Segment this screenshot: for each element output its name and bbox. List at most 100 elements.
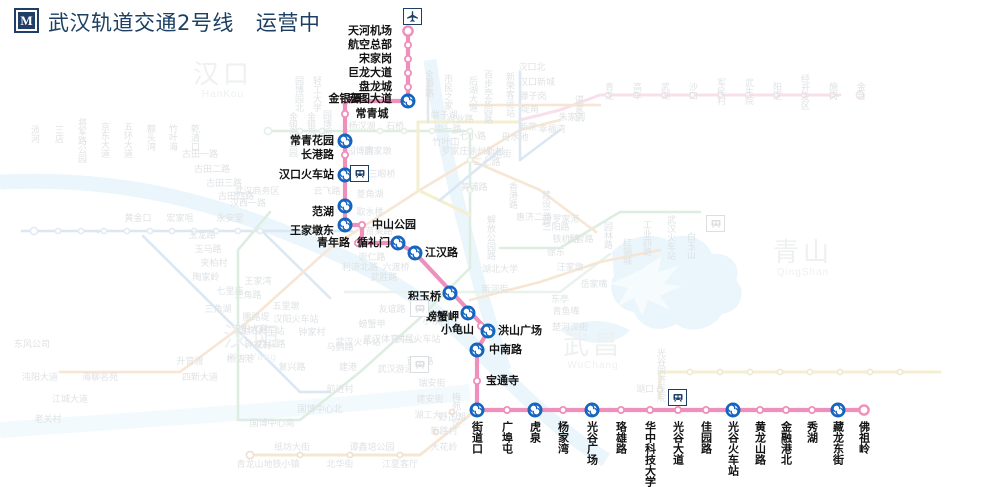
airport-icon — [403, 8, 422, 25]
station-label[interactable]: 广埠屯 — [500, 421, 514, 454]
background-station-label: 金台 — [855, 82, 865, 100]
station-label[interactable]: 虎泉 — [528, 421, 542, 443]
station-label[interactable]: 循礼门 — [357, 236, 390, 249]
station-label[interactable]: 青年路 — [317, 236, 350, 249]
station-marker[interactable] — [407, 245, 423, 261]
station-label[interactable]: 光谷广场 — [585, 421, 599, 465]
station-label[interactable]: 盘龙城 — [359, 80, 392, 93]
station-marker[interactable] — [782, 405, 791, 414]
station-marker[interactable] — [702, 405, 711, 414]
background-station-label: 轻工大学 — [311, 76, 321, 112]
background-station-label: 谭鑫培公园 — [349, 443, 395, 453]
background-station-label: 中一路 — [434, 125, 462, 135]
station-marker[interactable] — [357, 220, 366, 229]
station-label[interactable]: 藏龙东街 — [831, 421, 845, 465]
station-marker[interactable] — [830, 402, 846, 418]
background-station-label: 新河街 — [481, 285, 509, 295]
station-label[interactable]: 中南路 — [489, 343, 522, 356]
background-station-label: 复兴路 — [278, 363, 306, 373]
station-marker[interactable] — [559, 405, 568, 414]
station-label[interactable]: 积玉桥 — [408, 290, 441, 303]
station-marker[interactable] — [858, 404, 870, 416]
background-station-label: 武胜路 — [370, 273, 398, 283]
station-label[interactable]: 长港路 — [301, 148, 334, 161]
background-station-label: 施岗 — [827, 82, 837, 100]
station-marker[interactable] — [403, 83, 412, 92]
station-marker[interactable] — [442, 285, 458, 301]
station-marker[interactable] — [469, 402, 485, 418]
station-label[interactable]: 秀湖 — [805, 421, 819, 443]
station-label[interactable]: 汉口火车站 — [279, 168, 334, 181]
station-marker[interactable] — [400, 93, 416, 109]
station-marker[interactable] — [337, 198, 353, 214]
background-station-label: 兴业路 — [446, 115, 474, 125]
station-label[interactable]: 王家墩东 — [290, 224, 334, 237]
station-marker[interactable] — [337, 133, 353, 149]
background-station-label: 古田三路 — [205, 179, 243, 189]
station-label[interactable]: 天河机场 — [348, 24, 392, 37]
background-station-label: 后湖大道 — [467, 76, 477, 112]
station-marker[interactable] — [403, 55, 412, 64]
station-label[interactable]: 华中科技大学 — [643, 421, 657, 487]
station-marker[interactable] — [337, 217, 353, 233]
station-label[interactable]: 中山公园 — [372, 218, 416, 231]
station-marker[interactable] — [725, 402, 741, 418]
station-marker[interactable] — [460, 305, 476, 321]
station-label[interactable]: 范湖 — [312, 205, 334, 218]
station-label[interactable]: 光谷火车站 — [726, 421, 740, 476]
station-marker[interactable] — [584, 402, 600, 418]
station-marker[interactable] — [674, 405, 683, 414]
metro-logo-letter: M — [18, 12, 35, 29]
background-station-label: 湖工大 — [414, 411, 442, 421]
background-station-label: 武汉游泳馆 — [377, 365, 423, 375]
station-label[interactable]: 螃蟹岬 — [426, 310, 459, 323]
station-label[interactable]: 洪山广场 — [498, 324, 542, 337]
station-label[interactable]: 金银潭 — [328, 92, 362, 105]
background-station-label: 金银湖 — [305, 112, 315, 139]
station-marker[interactable] — [646, 405, 655, 414]
station-label[interactable]: 航空总部 — [348, 38, 392, 51]
station-marker[interactable] — [756, 405, 765, 414]
background-station-label: 石桥 — [385, 122, 405, 132]
station-marker[interactable] — [527, 402, 543, 418]
background-station-label: 瑞安街 — [418, 379, 446, 389]
station-label[interactable]: 巨龙大道 — [348, 66, 392, 79]
station-label[interactable]: 黄龙山路 — [753, 421, 767, 465]
station-label[interactable]: 江汉路 — [425, 246, 458, 259]
station-marker[interactable] — [340, 150, 349, 159]
background-station-label: 螃蟹甲 — [358, 320, 386, 330]
background-station-label: 经开发区 — [799, 74, 809, 110]
station-marker[interactable] — [353, 238, 362, 247]
station-marker[interactable] — [402, 25, 414, 37]
station-label[interactable]: 常青城 — [355, 107, 389, 120]
station-marker[interactable] — [403, 41, 412, 50]
station-marker[interactable] — [340, 110, 349, 119]
station-marker[interactable] — [808, 405, 817, 414]
station-label[interactable]: 宋家岗 — [359, 52, 392, 65]
station-marker[interactable] — [480, 323, 496, 339]
station-marker[interactable] — [472, 376, 481, 385]
background-station-label: 金银湖公园 — [287, 112, 297, 157]
station-marker[interactable] — [403, 69, 412, 78]
background-station-label: 玉龙路 — [188, 231, 216, 241]
station-marker[interactable] — [469, 342, 485, 358]
station-label[interactable]: 金融港北 — [779, 421, 793, 465]
station-label[interactable]: 佛祖岭 — [857, 421, 871, 454]
station-label[interactable]: 街道口 — [470, 421, 484, 454]
station-marker[interactable] — [617, 405, 626, 414]
station-marker[interactable] — [390, 235, 406, 251]
station-label[interactable]: 常青花园 — [290, 134, 334, 147]
station-marker[interactable] — [502, 405, 511, 414]
station-label[interactable]: 佳园路 — [699, 421, 713, 454]
station-marker[interactable] — [340, 97, 349, 106]
background-station-label: 老关村 — [34, 415, 62, 425]
station-label[interactable]: 宏图大道 — [348, 92, 392, 105]
background-lines-layer — [20, 70, 942, 457]
station-label[interactable]: 宝通寺 — [486, 374, 519, 387]
station-label[interactable]: 光谷大道 — [671, 421, 685, 465]
station-label[interactable]: 珞雄路 — [614, 421, 628, 454]
station-label[interactable]: 杨家湾 — [556, 421, 570, 454]
station-label[interactable]: 小龟山 — [441, 323, 474, 336]
